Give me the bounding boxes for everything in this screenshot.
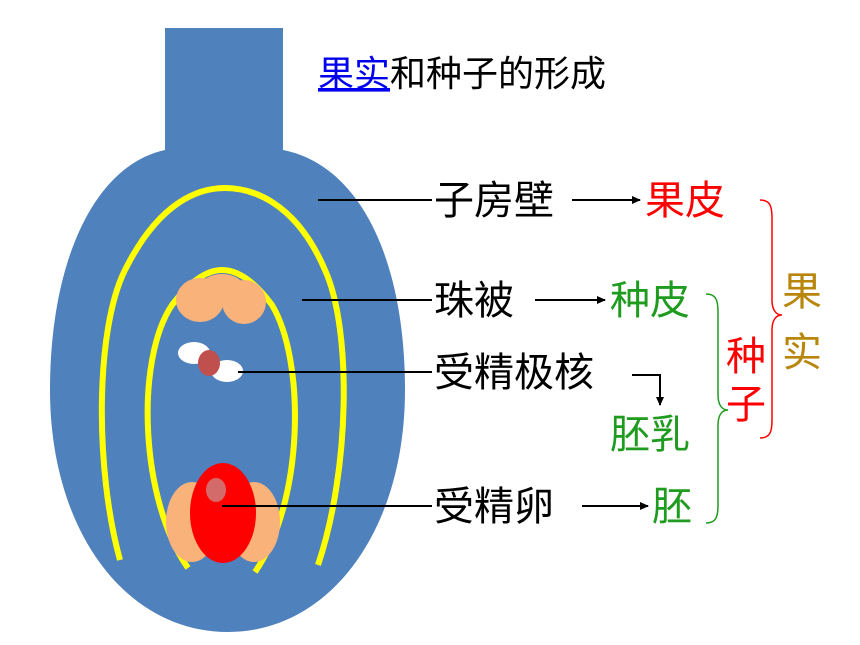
micropyle-tissue [176, 274, 266, 324]
seed-bracket [705, 293, 729, 524]
ovary-body [50, 150, 405, 632]
title-rest: 和种子的形成 [390, 54, 606, 95]
label-ovary-wall: 子房壁 [434, 178, 554, 224]
egg-cell [190, 463, 256, 563]
seed-char-2: 子 [726, 382, 766, 428]
label-pericarp: 果皮 [645, 178, 725, 224]
polar-nuclei [178, 342, 243, 382]
page-title: 果实和种子的形成 [318, 54, 606, 95]
ovule-inner-wall [144, 266, 298, 574]
fruit-char-1: 果 [782, 269, 822, 315]
fruit-bracket [759, 199, 783, 439]
egg-apparatus [166, 463, 280, 563]
label-embryo: 胚 [652, 484, 692, 530]
title-link: 果实 [318, 54, 390, 95]
label-fertilized-egg: 受精卵 [434, 484, 554, 530]
label-polar-nuclei: 受精极核 [434, 350, 594, 396]
ovule-outer-wall [98, 184, 347, 566]
arrow-to-endosperm [632, 374, 664, 406]
label-integument: 珠被 [434, 278, 514, 324]
ovary [50, 28, 405, 632]
label-seed-coat: 种皮 [610, 278, 690, 324]
fruit-char-2: 实 [782, 330, 822, 376]
egg-nucleus [206, 478, 226, 502]
label-endosperm: 胚乳 [610, 412, 690, 458]
seed-char-1: 种 [726, 334, 766, 380]
